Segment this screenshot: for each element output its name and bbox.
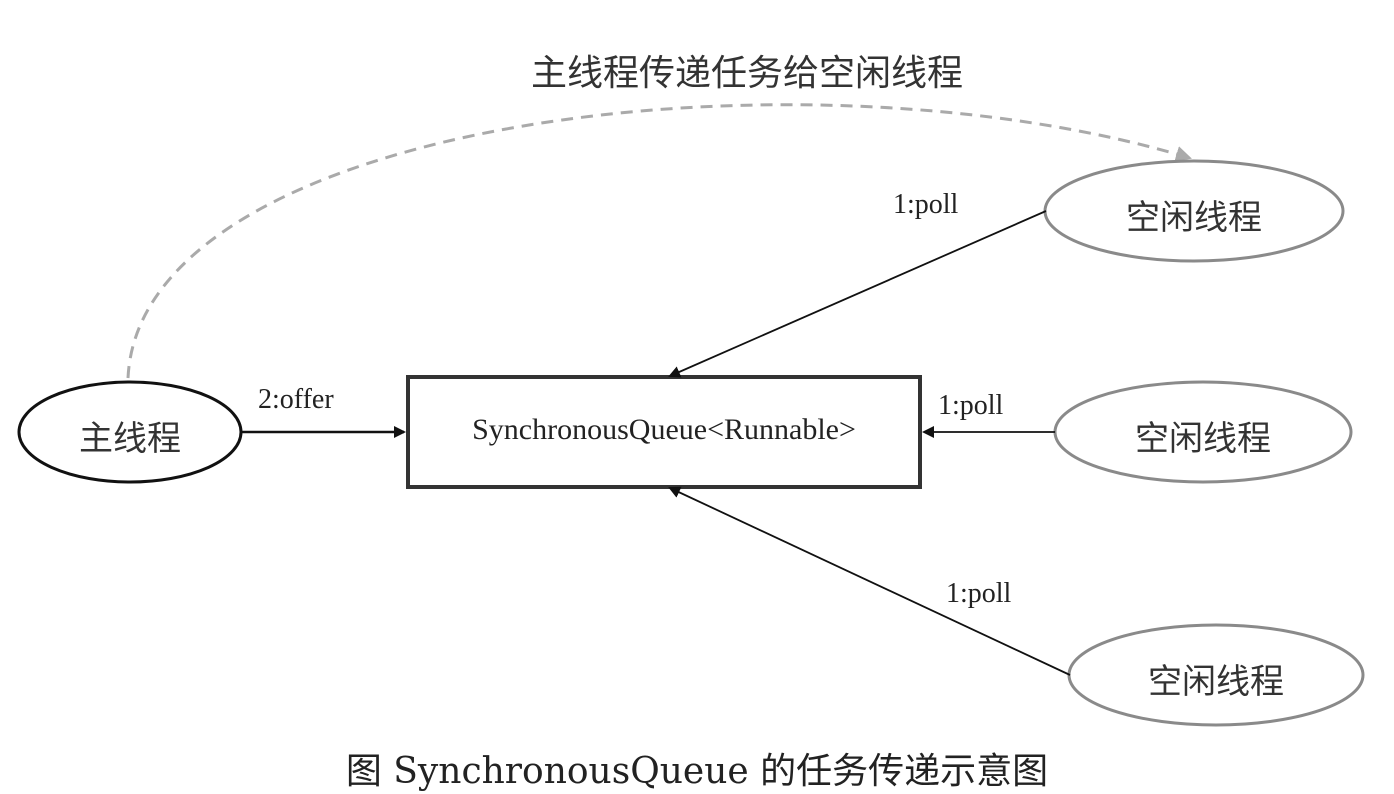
poll-label-top: 1:poll	[893, 189, 959, 220]
idle-thread-label-middle: 空闲线程	[1135, 419, 1271, 459]
queue-box	[406, 375, 922, 489]
figure-caption: 图 SynchronousQueue 的任务传递示意图	[345, 751, 1049, 792]
queue-label: SynchronousQueue<Runnable>	[472, 413, 856, 446]
poll-label-bottom: 1:poll	[946, 578, 1012, 609]
poll-arrow-bottom	[668, 486, 1071, 676]
transfer-title: 主线程传递任务给空闲线程	[530, 53, 963, 94]
transfer-dashed-arrow	[126, 103, 1192, 379]
diagram-canvas	[17, 103, 1365, 727]
main-thread-label: 主线程	[79, 419, 181, 459]
poll-label-middle: 1:poll	[938, 390, 1004, 421]
main-thread-node	[17, 380, 243, 484]
offer-label: 2:offer	[258, 384, 334, 415]
idle-thread-label-top: 空闲线程	[1126, 198, 1262, 238]
idle-thread-label-bottom: 空闲线程	[1148, 662, 1284, 702]
poll-arrow-top	[668, 210, 1047, 378]
